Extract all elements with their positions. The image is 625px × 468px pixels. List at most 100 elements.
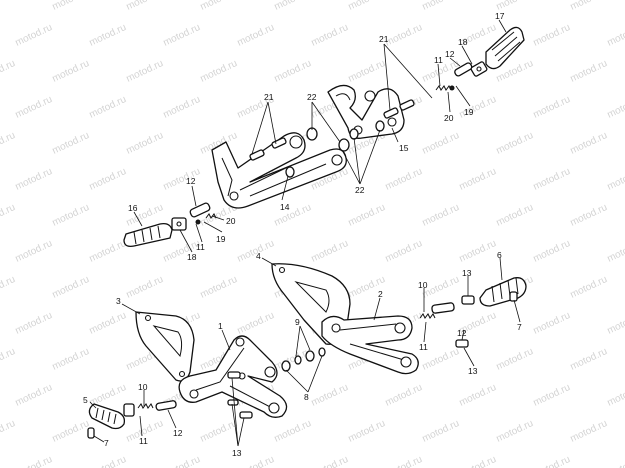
pivot-pin-lower-right bbox=[431, 302, 455, 314]
watermark-text: motod.ru bbox=[569, 58, 609, 85]
watermark-text: motod.ru bbox=[532, 166, 572, 193]
callout-3: 3 bbox=[116, 296, 121, 306]
watermark-text: motod.ru bbox=[162, 166, 202, 193]
watermark-text: motod.ru bbox=[495, 346, 535, 373]
watermark-text: motod.ru bbox=[88, 454, 128, 468]
watermark-text: motod.ru bbox=[88, 22, 128, 49]
bolt-pair-upper-left bbox=[249, 137, 287, 161]
watermark-text: motod.ru bbox=[310, 238, 350, 265]
pivot-pin-upper-right bbox=[454, 62, 473, 77]
leader-lines bbox=[89, 19, 521, 447]
spacer-set-center bbox=[281, 347, 326, 372]
watermark-text: motod.ru bbox=[125, 0, 165, 13]
callout-10: 10 bbox=[418, 280, 428, 290]
callout-2: 2 bbox=[378, 289, 383, 299]
pivot-pin-lower-left bbox=[155, 400, 177, 411]
watermark-text: motod.ru bbox=[384, 238, 424, 265]
callout-13: 13 bbox=[232, 448, 242, 458]
watermark-text: motod.ru bbox=[606, 382, 625, 409]
watermark-text: motod.ru bbox=[532, 22, 572, 49]
watermark-text: motod.ru bbox=[606, 238, 625, 265]
watermark-text: motod.ru bbox=[14, 22, 54, 49]
watermark-text: motod.ru bbox=[606, 310, 625, 337]
watermark-text: motod.ru bbox=[310, 22, 350, 49]
watermark-text: motod.ru bbox=[532, 310, 572, 337]
watermark-text: motod.ru bbox=[273, 202, 313, 229]
watermark-text: motod.ru bbox=[495, 130, 535, 157]
watermark-text: motod.ru bbox=[458, 166, 498, 193]
callout-21: 21 bbox=[379, 34, 389, 44]
spring-upper-left bbox=[195, 213, 217, 225]
watermark-text: motod.ru bbox=[458, 454, 498, 468]
callout-7: 7 bbox=[517, 322, 522, 332]
watermark-text: motod.ru bbox=[532, 454, 572, 468]
watermark-text: motod.ru bbox=[14, 166, 54, 193]
lower-right-bracket bbox=[321, 315, 419, 375]
callout-11: 11 bbox=[419, 342, 428, 352]
watermark-text: motod.ru bbox=[51, 418, 91, 445]
watermark-text: motod.ru bbox=[125, 130, 165, 157]
callout-12: 12 bbox=[457, 328, 467, 338]
watermark-text: motod.ru bbox=[606, 454, 625, 468]
callout-6: 6 bbox=[497, 250, 502, 260]
watermark-text: motod.ru bbox=[0, 274, 17, 301]
footpeg-lower-right bbox=[479, 277, 527, 307]
callout-13: 13 bbox=[468, 366, 478, 376]
heel-guard-left bbox=[135, 311, 195, 382]
callout-17: 17 bbox=[495, 11, 505, 21]
callout-12: 12 bbox=[186, 176, 196, 186]
watermark-text: motod.ru bbox=[14, 238, 54, 265]
watermark-text: motod.ru bbox=[347, 0, 387, 13]
spacer-pair-upper-left bbox=[285, 127, 350, 178]
callout-7: 7 bbox=[104, 438, 109, 448]
watermark-text: motod.ru bbox=[532, 382, 572, 409]
watermark-text: motod.ru bbox=[51, 202, 91, 229]
watermark-text: motod.ru bbox=[0, 0, 17, 13]
watermark-text: motod.ru bbox=[14, 94, 54, 121]
callout-22: 22 bbox=[355, 185, 365, 195]
watermark-text: motod.ru bbox=[569, 418, 609, 445]
callout-8: 8 bbox=[304, 392, 309, 402]
watermark-text: motod.ru bbox=[51, 0, 91, 13]
watermark-text: motod.ru bbox=[162, 454, 202, 468]
watermark-text: motod.ru bbox=[51, 58, 91, 85]
watermark-text: motod.ru bbox=[199, 0, 239, 13]
callout-11: 11 bbox=[139, 436, 148, 446]
watermark-text: motod.ru bbox=[532, 94, 572, 121]
watermark-text: motod.ru bbox=[606, 22, 625, 49]
callout-9: 9 bbox=[295, 317, 300, 327]
callout-labels: 21 22 21 22 14 15 17 18 12 11 19 20 16 1… bbox=[83, 11, 522, 458]
watermark-text: motod.ru bbox=[51, 130, 91, 157]
callout-19: 19 bbox=[216, 234, 226, 244]
watermark-text: motod.ru bbox=[347, 58, 387, 85]
watermark-text: motod.ru bbox=[569, 202, 609, 229]
watermark-text: motod.ru bbox=[14, 382, 54, 409]
footpeg-right-rubber bbox=[470, 26, 525, 77]
spring-upper-right bbox=[435, 85, 455, 91]
watermark-text: motod.ru bbox=[569, 0, 609, 13]
callout-15: 15 bbox=[399, 143, 409, 153]
left-footpeg-bracket bbox=[211, 132, 347, 209]
callout-16: 16 bbox=[128, 203, 138, 213]
callout-11: 11 bbox=[196, 242, 205, 252]
callout-13: 13 bbox=[462, 268, 472, 278]
bolt-set-lower-right bbox=[455, 291, 518, 348]
watermark-text: motod.ru bbox=[273, 58, 313, 85]
bolt-set-lower-left bbox=[227, 371, 253, 419]
callout-12: 12 bbox=[173, 428, 183, 438]
callout-10: 10 bbox=[138, 382, 148, 392]
watermark-text: motod.ru bbox=[384, 166, 424, 193]
watermark-text: motod.ru bbox=[51, 346, 91, 373]
callout-11: 11 bbox=[434, 55, 443, 65]
watermark-text: motod.ru bbox=[125, 58, 165, 85]
callout-20: 20 bbox=[226, 216, 236, 226]
callout-14: 14 bbox=[280, 202, 290, 212]
callout-12: 12 bbox=[445, 49, 455, 59]
watermark-text: motod.ru bbox=[14, 454, 54, 468]
watermark-text: motod.ru bbox=[384, 22, 424, 49]
watermark-text: motod.ru bbox=[310, 454, 350, 468]
watermark-text: motod.ru bbox=[236, 22, 276, 49]
watermark-text: motod.ru bbox=[606, 94, 625, 121]
